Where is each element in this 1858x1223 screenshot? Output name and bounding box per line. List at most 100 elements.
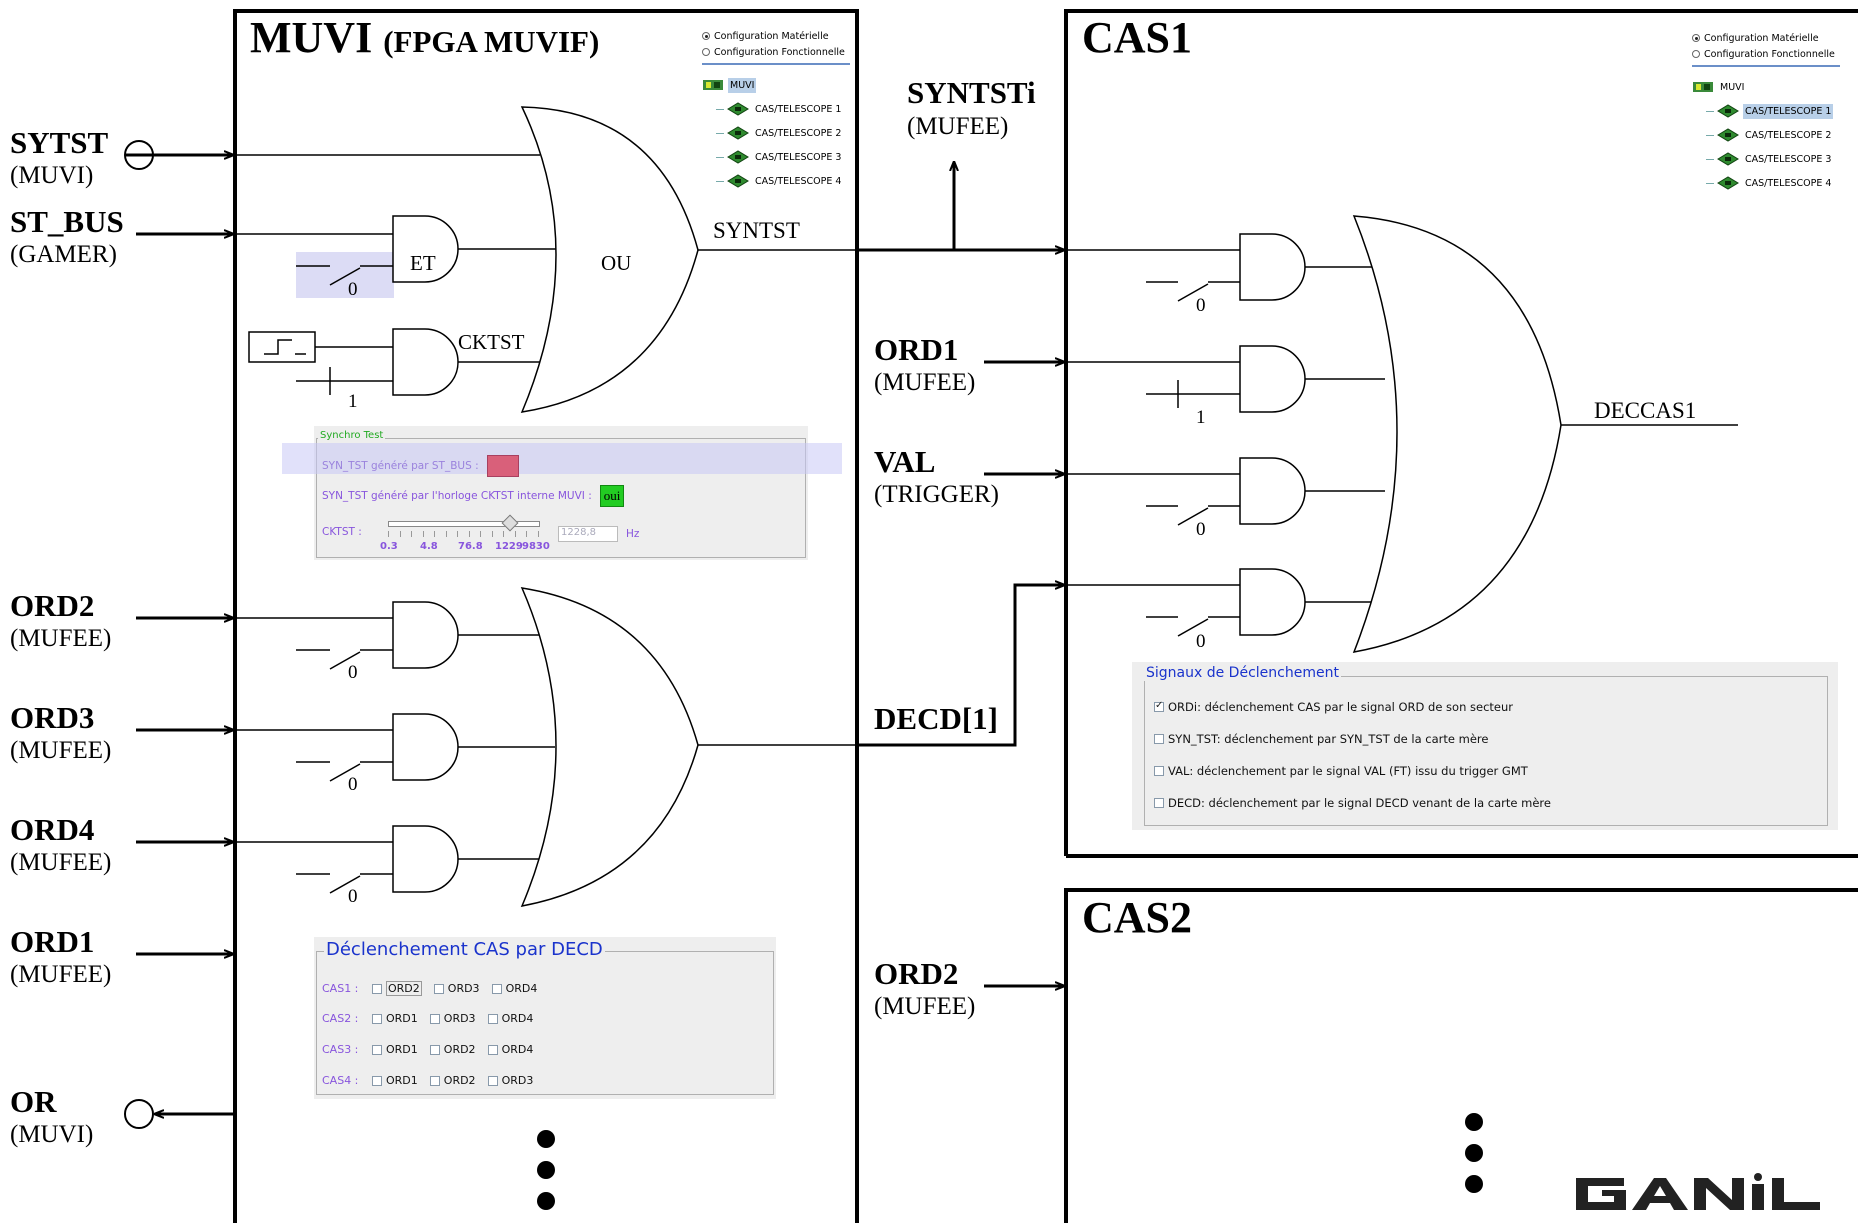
tree-node-cas-telescope[interactable]: CAS/TELESCOPE 2 — [716, 121, 850, 145]
signaux-panel: Signaux de Déclenchement ORDi: déclenche… — [1132, 662, 1838, 830]
tree-expand-icon[interactable] — [1706, 158, 1714, 160]
checkbox[interactable] — [1154, 766, 1164, 776]
tree-expand-icon[interactable] — [716, 156, 724, 158]
tree-node-cas-telescope[interactable]: CAS/TELESCOPE 2 — [1706, 123, 1840, 147]
checkbox-label: ORD2 — [443, 1043, 476, 1056]
and-gate — [1066, 345, 1385, 413]
checkbox-label: ORD3 — [501, 1074, 534, 1087]
decd-label: DECD[1] — [874, 701, 998, 736]
checkbox[interactable] — [1154, 798, 1164, 808]
slider-tick — [434, 531, 435, 537]
checkbox[interactable] — [487, 1013, 498, 1024]
syntsti-source: (MUFEE) — [907, 113, 1009, 140]
checkbox[interactable] — [433, 983, 444, 994]
checkbox-label: ORD1 — [386, 1074, 418, 1087]
radio-config-materielle[interactable]: Configuration Matérielle — [702, 28, 850, 44]
tree-node-label: CAS/TELESCOPE 3 — [755, 151, 842, 163]
ganil-logo-mark — [1576, 1173, 1820, 1210]
cas1-val-label: VAL — [874, 444, 936, 479]
checkbox-label: ORD1 — [386, 1012, 418, 1025]
slider-tick — [411, 531, 412, 537]
output-or-label: OR — [10, 1084, 57, 1119]
cktst-frequency-field[interactable]: 1228,8 — [558, 526, 618, 542]
and-gate — [296, 601, 555, 670]
tree-node-muvi[interactable]: MUVI — [1692, 75, 1840, 99]
board-icon — [727, 174, 749, 188]
slider-thumb[interactable] — [501, 514, 519, 532]
checkbox-label: ORD2 — [443, 1074, 476, 1087]
cas2-block — [1064, 888, 1858, 1223]
slider-tick — [445, 531, 447, 537]
tree-node-cas-telescope[interactable]: CAS/TELESCOPE 4 — [1706, 171, 1840, 195]
radio-config-fonctionnelle[interactable]: Configuration Fonctionnelle — [1692, 46, 1840, 62]
checkbox[interactable] — [429, 1013, 440, 1024]
tree-node-cas-telescope[interactable]: CAS/TELESCOPE 3 — [716, 145, 850, 169]
input-ord1-label: ORD1 — [10, 924, 95, 959]
tree-node-cas-telescope[interactable]: CAS/TELESCOPE 4 — [716, 169, 850, 193]
signal-option-label: VAL: déclenchement par le signal VAL (FT… — [1168, 764, 1528, 778]
checkbox-label: ORD4 — [505, 982, 538, 995]
synchro-test-legend: Synchro Test — [318, 430, 386, 441]
signal-option-label: SYN_TST: déclenchement par SYN_TST de la… — [1168, 732, 1489, 746]
tree-expand-icon[interactable] — [1706, 110, 1714, 112]
tree-expand-icon[interactable] — [716, 108, 724, 110]
radio-config-materielle[interactable]: Configuration Matérielle — [1692, 30, 1840, 46]
radio-button-icon[interactable] — [702, 48, 710, 56]
checkbox[interactable] — [487, 1044, 498, 1055]
tree-node-label: CAS/TELESCOPE 1 — [1743, 103, 1834, 119]
syn-tst-stbus-indicator[interactable] — [486, 455, 519, 477]
tree-expand-icon[interactable] — [1706, 134, 1714, 136]
checkbox[interactable] — [372, 1013, 382, 1024]
checkbox[interactable] — [429, 1075, 440, 1086]
syntst-label: SYNTST — [713, 218, 800, 243]
signal-option-row[interactable]: SYN_TST: déclenchement par SYN_TST de la… — [1154, 732, 1500, 746]
tree-node-cas-telescope[interactable]: CAS/TELESCOPE 1 — [1706, 99, 1840, 123]
checkbox[interactable] — [491, 983, 502, 994]
tree-node-muvi[interactable]: MUVI — [702, 73, 850, 97]
switch-value: 1 — [1196, 407, 1206, 428]
board-icon — [1717, 128, 1739, 142]
and-gate — [296, 825, 555, 894]
switch-value: 0 — [348, 279, 358, 300]
cas2-ord2-source: (MUFEE) — [874, 993, 976, 1020]
deccas1-label: DECCAS1 — [1594, 398, 1697, 423]
signal-option-row[interactable]: VAL: déclenchement par le signal VAL (FT… — [1154, 764, 1540, 778]
muvi-block — [233, 9, 859, 1223]
cktst-slider[interactable] — [386, 514, 542, 541]
radio-button-icon[interactable] — [1692, 34, 1700, 42]
radio-button-icon[interactable] — [702, 32, 710, 40]
checkbox[interactable] — [429, 1044, 440, 1055]
slider-tick — [491, 531, 493, 537]
slider-tick — [457, 531, 458, 537]
radio-config-fonctionnelle[interactable]: Configuration Fonctionnelle — [702, 44, 850, 60]
cktst-slider-row: CKTST : — [322, 526, 362, 538]
checkbox[interactable] — [372, 1075, 382, 1086]
tree-expand-icon[interactable] — [716, 132, 724, 134]
input-ord1-source: (MUFEE) — [10, 961, 112, 988]
cas1-ord1-source: (MUFEE) — [874, 369, 976, 396]
radio-button-icon[interactable] — [1692, 50, 1700, 58]
checkbox[interactable] — [1154, 700, 1164, 712]
tree-expand-icon[interactable] — [1706, 182, 1714, 184]
board-icon — [1693, 82, 1713, 92]
checkbox-label: ORD2 — [386, 981, 422, 996]
checkbox[interactable] — [372, 1044, 382, 1055]
tree-node-cas-telescope[interactable]: CAS/TELESCOPE 1 — [716, 97, 850, 121]
switch-value: 1 — [348, 391, 358, 412]
signal-option-row[interactable]: DECD: déclenchement par le signal DECD v… — [1154, 796, 1563, 810]
signal-option-row[interactable]: ORDi: déclenchement CAS par le signal OR… — [1154, 700, 1525, 714]
tick-label: 9830 — [522, 541, 550, 552]
checkbox[interactable] — [372, 983, 382, 994]
tree-separator — [1692, 65, 1840, 67]
cas1-config-tree: Configuration Matérielle Configuration F… — [1692, 30, 1840, 195]
tree-expand-icon[interactable] — [716, 180, 724, 182]
input-ord4-label: ORD4 — [10, 812, 95, 847]
checkbox[interactable] — [487, 1075, 498, 1086]
tree-node-cas-telescope[interactable]: CAS/TELESCOPE 3 — [1706, 147, 1840, 171]
checkbox[interactable] — [1154, 734, 1164, 744]
switch-value: 0 — [1196, 295, 1206, 316]
syn-tst-cktst-indicator[interactable]: oui — [599, 485, 625, 507]
